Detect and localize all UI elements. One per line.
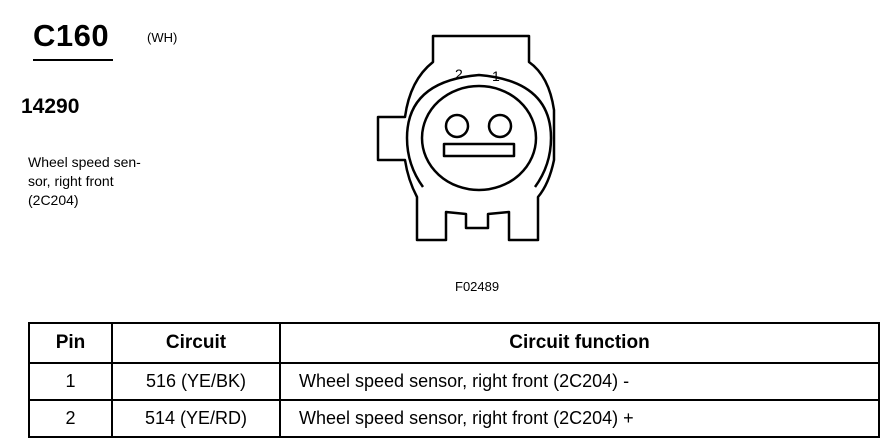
column-header-pin: Pin xyxy=(28,322,113,364)
description-line: sor, right front xyxy=(28,173,114,189)
circuit-function-cell: Wheel speed sensor, right front (2C204) … xyxy=(279,399,880,438)
column-header-circuit: Circuit xyxy=(111,322,281,364)
circuit-cell: 516 (YE/BK) xyxy=(111,362,281,401)
connector-id-underline xyxy=(33,59,113,61)
pin-1-terminal xyxy=(487,113,513,139)
pin-label: 2 xyxy=(455,66,463,82)
pin-cell: 1 xyxy=(28,362,113,401)
part-number: 14290 xyxy=(21,95,80,118)
component-description: Wheel speed sen- sor, right front (2C204… xyxy=(28,153,141,210)
connector-housing xyxy=(376,34,556,242)
table-row: 1 516 (YE/BK) Wheel speed sensor, right … xyxy=(28,362,880,401)
connector-face-diagram: 2 1 xyxy=(376,34,556,242)
pin-cell: 2 xyxy=(28,399,113,438)
column-header-function: Circuit function xyxy=(279,322,880,364)
table-row: 2 514 (YE/RD) Wheel speed sensor, right … xyxy=(28,399,880,438)
pin-2-terminal xyxy=(444,113,470,139)
description-line: Wheel speed sen- xyxy=(28,154,141,170)
keying-slot xyxy=(442,142,516,158)
circuit-cell: 514 (YE/RD) xyxy=(111,399,281,438)
circuit-function-cell: Wheel speed sensor, right front (2C204) … xyxy=(279,362,880,401)
connector-face xyxy=(420,84,538,192)
pin-label: 1 xyxy=(492,68,500,84)
connector-color: (WH) xyxy=(147,30,178,45)
connector-inner-outline xyxy=(405,73,553,188)
description-line: (2C204) xyxy=(28,192,79,208)
connector-id: C160 xyxy=(33,18,110,53)
table-header-row: Pin Circuit Circuit function xyxy=(28,322,880,364)
pinout-table: Pin Circuit Circuit function 1 516 (YE/B… xyxy=(28,322,880,438)
figure-id: F02489 xyxy=(455,279,500,294)
